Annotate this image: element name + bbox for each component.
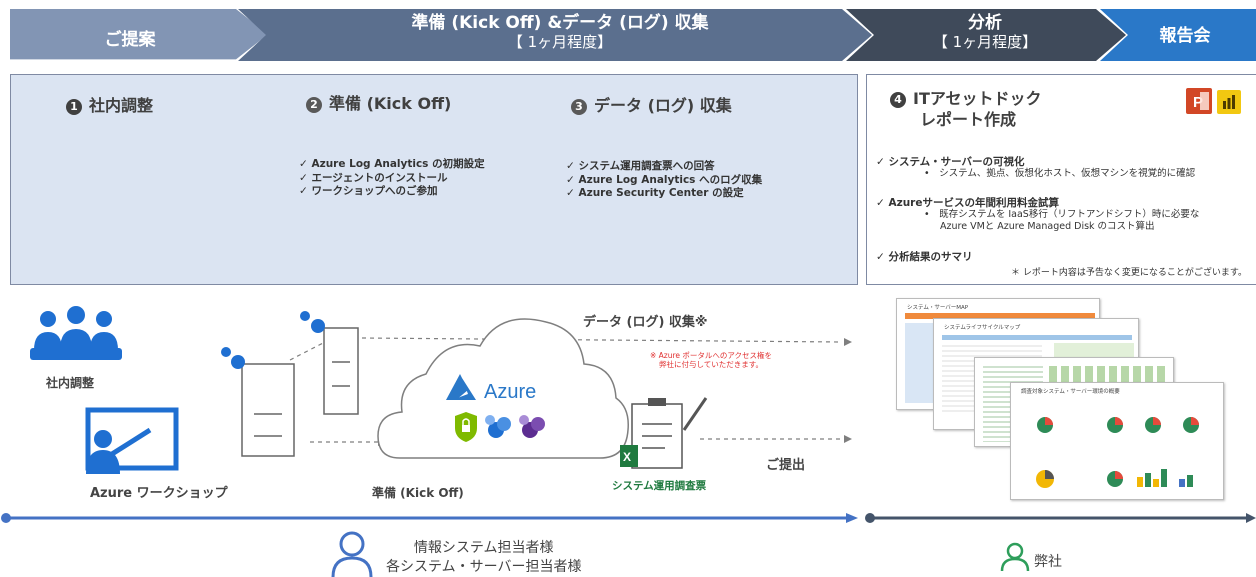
svg-text:P: P [1193,94,1203,111]
azure-label: Azure [484,381,536,403]
timeline-vendor-start-dot [865,513,875,523]
step-4-cost-detail-1: • 既存システムを IaaS移行（リフトアンドシフト）時に必要な [924,209,1200,220]
app-icons: P [1186,88,1241,114]
step-4-section-cost: Azureサービスの年間利用料金試算 [876,195,1059,210]
survey-label: システム運用調査票 [612,480,707,492]
azure-cloud-shape [377,318,629,459]
monitor-icon [519,415,545,438]
notice-line-2: 弊社に付与していただきます。 [659,360,764,369]
phase-analysis-title: 分析 [968,13,1002,33]
dashed-arrows [289,337,843,443]
log-analytics-icon [485,415,511,438]
gear-icon [221,311,325,369]
timeline-start-dot [1,513,11,523]
report-thumbnail-environment-overview: 調査対象システム・サーバー環境の概要 [1010,382,1224,500]
step-3-item: システム運用調査票への回答 [566,160,762,174]
phase-proposal-label: ご提案 [104,30,156,50]
workshop-label: Azure ワークショップ [90,486,228,501]
data-collect-label: データ (ログ) 収集※ [583,315,708,330]
phase-analysis-arrow [846,9,1126,61]
phase-prep-label: 準備 (Kick Off) &データ (ログ) 収集 【 1ヶ月程度】 [300,13,820,51]
step-4-note: ＊ レポート内容は予告なく変更になることがございます。 [1011,268,1247,278]
excel-icon: X [620,445,638,467]
security-shield-icon [455,412,477,442]
vendor-label: 弊社 [1034,554,1062,570]
flow-diagram: Azure X [30,306,852,474]
step-3-item: Azure Log Analytics へのログ収集 [566,174,762,188]
phase-bar [10,9,1256,61]
arrowhead-submit [844,435,852,443]
svg-text:X: X [623,450,631,464]
step-4-number: 4 [890,91,906,108]
timeline [1,513,1256,523]
phase-report-arrow [1100,9,1256,61]
phase-proposal-arrow [10,9,268,60]
step-1-title: 1 社内調整 [66,92,153,116]
phase-analysis-duration: 【 1ヶ月程度】 [932,32,1038,51]
step-4-title: 4 ITアセットドック レポート作成 [890,88,1042,130]
step-3-title: 3 データ (ログ) 収集 [571,92,732,116]
phase-prep-arrow [238,9,872,61]
step-2-item: Azure Log Analytics の初期設定 [299,158,484,172]
step-2-item: エージェントのインストール [299,172,485,186]
step-2-number: 2 [306,96,322,113]
azure-logo-icon [446,374,476,400]
step-1-label: 社内調整 [89,96,154,115]
step-3-number: 3 [571,98,587,115]
powerbi-icon [1217,90,1241,114]
step-1-number: 1 [66,98,82,115]
step-4-title-line1: ITアセットドック [913,89,1042,108]
people-group-icon [30,306,122,360]
overview-charts [1036,417,1199,488]
client-line-2: 各システム・サーバー担当者様 [386,559,582,575]
phase-prep-duration: 【 1ヶ月程度】 [507,32,613,51]
step-4-cost-detail-2: Azure VMと Azure Managed Disk のコスト算出 [940,221,1155,232]
step-4-title-line2: レポート作成 [920,110,1017,129]
report-title-server-map: システム・サーバーMAP [907,305,969,311]
report-title-environment-overview: 調査対象システム・サーバー環境の概要 [1021,389,1120,395]
step-4-section-summary: 分析結果のサマリ [876,249,972,264]
workshop-presenter-icon [85,407,179,474]
timeline-client-arrowhead [846,513,858,523]
step-3-checklist: システム運用調査票への回答 Azure Log Analytics へのログ収集… [566,160,762,201]
phase-report-label: 報告会 [1159,26,1211,46]
internal-coordination-label: 社内調整 [46,376,95,390]
step-4-visualize-detail: • システム、拠点、仮想化ホスト、仮想マシンを視覚的に確認 [924,168,1196,179]
report-title-lifecycle-map: システムライフサイクルマップ [944,325,1021,331]
notice-line-1: ※ Azure ポータルへのアクセス権を [650,351,773,360]
step-3-label: データ (ログ) 収集 [594,96,732,115]
timeline-vendor-arrowhead [1246,513,1256,523]
submit-label: ご提出 [766,458,806,473]
step-4-section-visualize: システム・サーバーの可視化 [876,154,1024,169]
client-person-icon [331,531,373,577]
step-2-checklist: Azure Log Analytics の初期設定 エージェントのインストール … [299,158,485,199]
step-2-item: ワークショップへのご参加 [299,185,485,199]
powerpoint-icon: P [1186,88,1212,114]
step-2-title: 2 準備 (Kick Off) [306,90,451,114]
phase-prep-title: 準備 (Kick Off) &データ (ログ) 収集 [411,13,709,33]
client-line-1: 情報システム担当者様 [413,540,554,556]
vendor-person-icon [1000,542,1030,572]
step-3-item: Azure Security Center の設定 [566,187,762,201]
client-stakeholders: 情報システム担当者様 各システム・サーバー担当者様 [386,539,581,577]
phase-analysis-label: 分析 【 1ヶ月程度】 [880,13,1090,51]
kickoff-document-icon [241,327,359,457]
arrowhead-collect [844,338,852,346]
portal-access-notice: ※ Azure ポータルへのアクセス権を 弊社に付与していただきます。 [650,351,772,369]
survey-clipboard-icon [631,397,708,469]
step-2-label: 準備 (Kick Off) [329,94,452,113]
kickoff-label: 準備 (Kick Off) [372,486,464,500]
